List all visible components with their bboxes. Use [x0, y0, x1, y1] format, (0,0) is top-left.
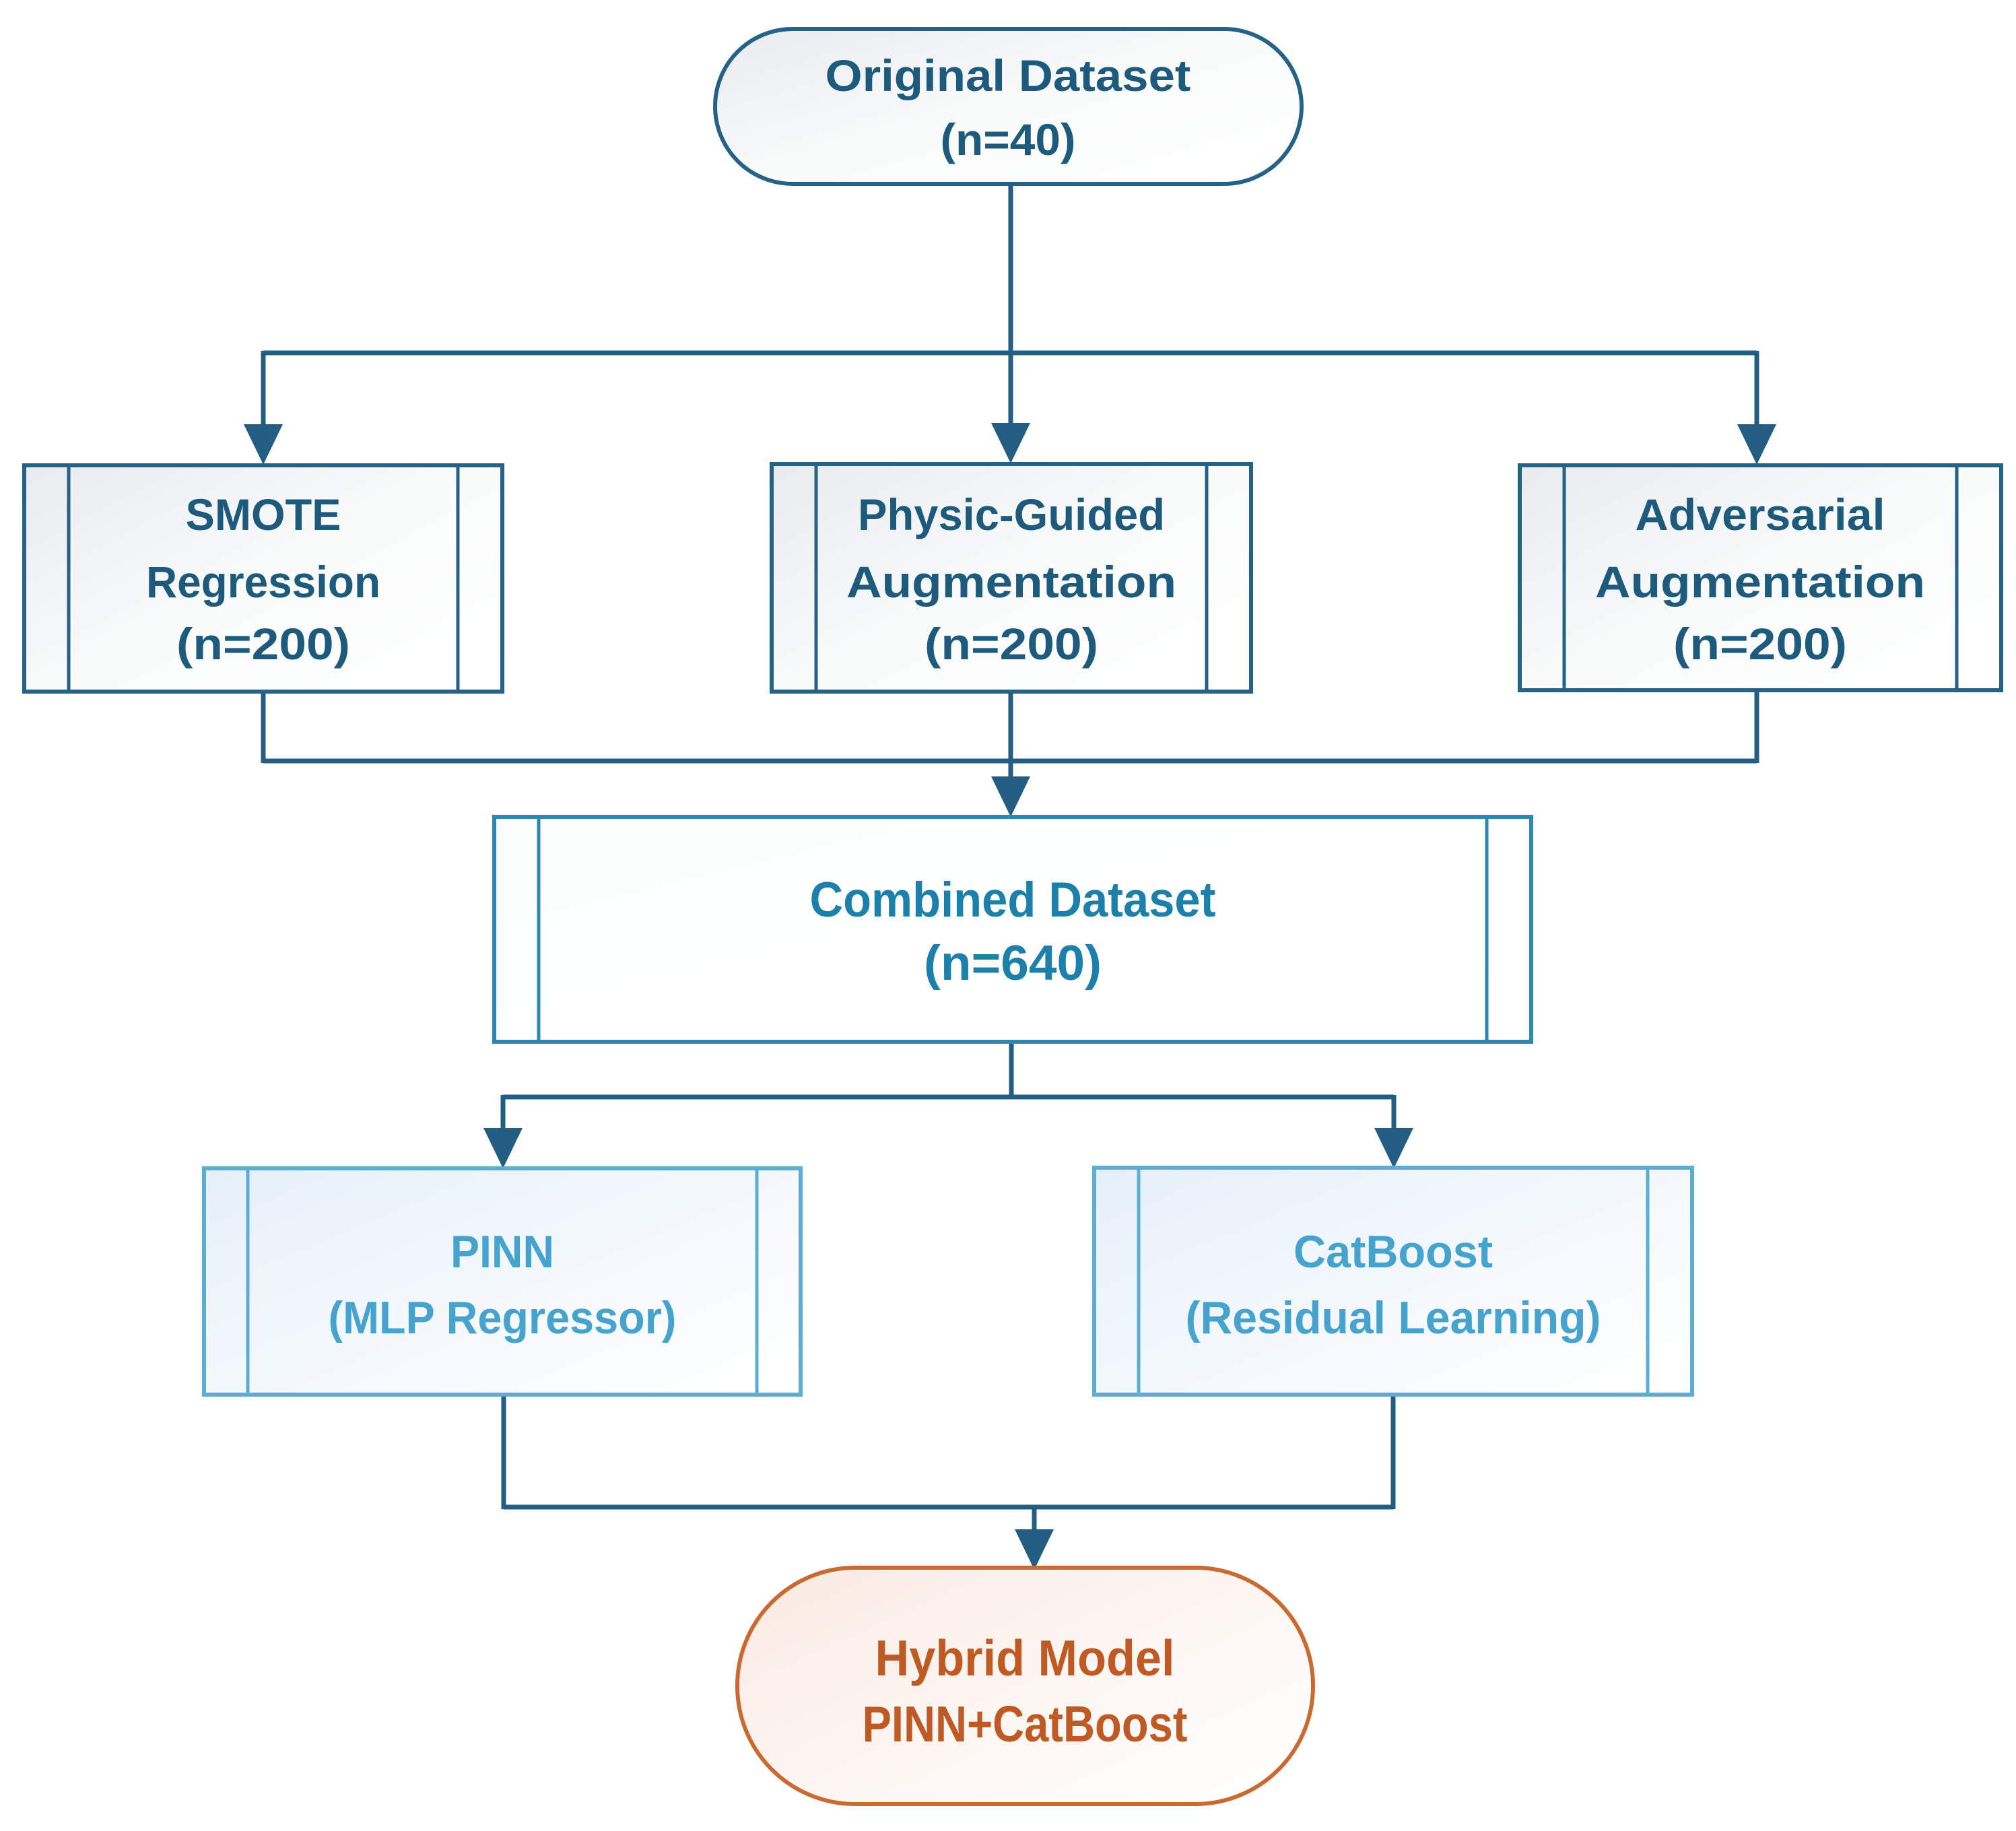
node-pinn-shape — [202, 1166, 803, 1397]
node-adversarial-line1: Adversarial — [1636, 490, 1885, 539]
node-pinn-line1: PINN — [450, 1226, 554, 1277]
node-original-dataset-line1: Original Dataset — [826, 51, 1191, 100]
node-combined-dataset-line1: Combined Dataset — [810, 873, 1216, 927]
node-hybrid-model: Hybrid Model PINN+CatBoost — [735, 1566, 1315, 1806]
node-catboost-line2: (Residual Learning) — [1186, 1292, 1601, 1343]
arrowhead-catboost — [1374, 1128, 1413, 1168]
node-catboost-shape — [1092, 1166, 1694, 1397]
node-hybrid-model-line1: Hybrid Model — [875, 1630, 1175, 1686]
node-adversarial-line2: Augmentation — [1595, 557, 1925, 607]
node-catboost-line1: CatBoost — [1293, 1226, 1493, 1277]
node-physic-guided-line1: Physic-Guided — [858, 490, 1165, 539]
node-physic-guided-line3: (n=200) — [925, 619, 1098, 669]
node-hybrid-model-line2: PINN+CatBoost — [863, 1696, 1188, 1752]
node-combined-dataset-line2: (n=640) — [924, 936, 1102, 991]
node-smote-regression: SMOTE Regression (n=200) — [22, 463, 504, 694]
node-original-dataset-shape — [713, 27, 1304, 186]
arrowhead-hybrid — [1015, 1529, 1054, 1570]
node-adversarial-shape — [1518, 463, 2003, 692]
arrowhead-smote — [244, 424, 283, 465]
node-adversarial-line3: (n=200) — [1673, 619, 1847, 669]
node-hybrid-model-shape — [735, 1566, 1315, 1806]
node-physic-guided-shape — [770, 462, 1253, 694]
node-adversarial: Adversarial Augmentation (n=200) — [1518, 463, 2003, 692]
node-combined-dataset: Combined Dataset (n=640) — [492, 815, 1533, 1044]
arrowhead-adversarial — [1737, 424, 1776, 465]
node-original-dataset: Original Dataset (n=40) — [713, 27, 1304, 186]
node-pinn: PINN (MLP Regressor) — [202, 1166, 803, 1397]
edges-group — [244, 182, 1776, 1570]
node-smote-regression-line2: Regression — [146, 557, 380, 607]
arrowhead-combined — [991, 776, 1030, 817]
node-smote-regression-shape — [22, 463, 504, 694]
node-smote-regression-line3: (n=200) — [176, 619, 350, 669]
arrowhead-physic — [991, 423, 1030, 463]
node-pinn-line2: (MLP Regressor) — [329, 1292, 677, 1343]
arrowhead-pinn — [483, 1128, 523, 1168]
node-physic-guided-line2: Augmentation — [846, 557, 1176, 607]
node-original-dataset-line2: (n=40) — [941, 114, 1076, 164]
node-combined-dataset-shape — [492, 815, 1533, 1044]
node-physic-guided: Physic-Guided Augmentation (n=200) — [770, 462, 1253, 694]
node-smote-regression-line1: SMOTE — [186, 490, 341, 539]
node-catboost: CatBoost (Residual Learning) — [1092, 1166, 1694, 1397]
